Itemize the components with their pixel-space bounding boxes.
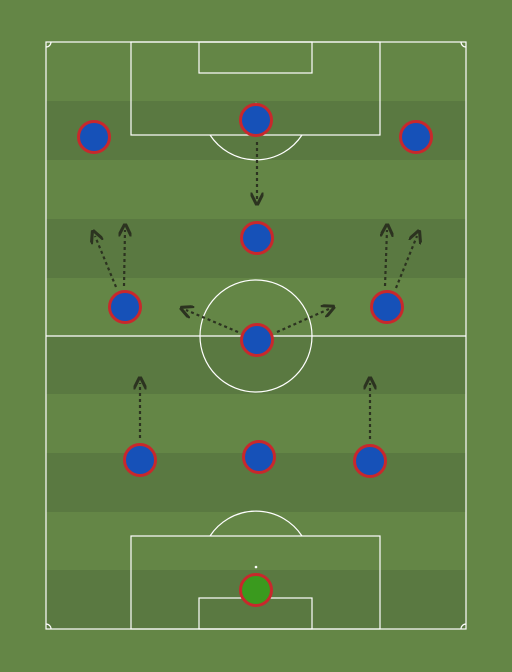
center-circle: [199, 279, 313, 393]
corner-arc-top-right: [460, 41, 467, 48]
player-marker-wing-right[interactable]: [399, 120, 433, 154]
player-marker-mid-right[interactable]: [370, 290, 404, 324]
player-marker-cb-center[interactable]: [242, 440, 276, 474]
player-marker-wing-left[interactable]: [77, 120, 111, 154]
player-marker-cb-left[interactable]: [123, 443, 157, 477]
player-marker-gk[interactable]: [239, 573, 273, 607]
players: [77, 103, 433, 607]
player-marker-att-center[interactable]: [240, 221, 274, 255]
player-marker-mid-left[interactable]: [108, 290, 142, 324]
bottom-penalty-arc: [209, 510, 303, 537]
player-marker-striker[interactable]: [239, 103, 273, 137]
player-marker-cb-right[interactable]: [353, 444, 387, 478]
bottom-penalty-spot: [254, 565, 258, 569]
player-marker-mid-center[interactable]: [240, 323, 274, 357]
top-goal-box: [198, 41, 313, 74]
corner-arc-bottom-right: [460, 623, 467, 630]
corner-arc-top-left: [45, 41, 52, 48]
top-penalty-arc: [209, 134, 303, 161]
corner-arc-bottom-left: [45, 623, 52, 630]
